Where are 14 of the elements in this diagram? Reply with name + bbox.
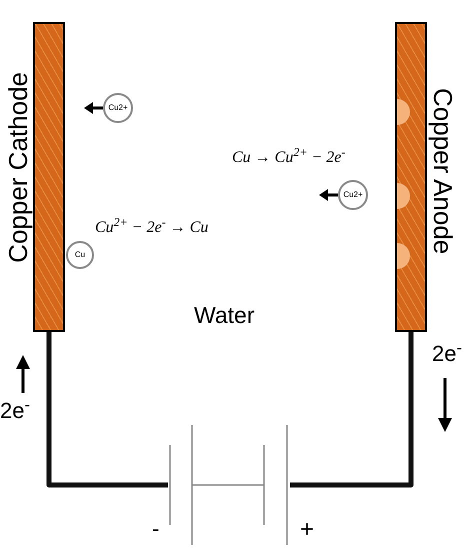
wire — [46, 332, 168, 488]
ion-label: Cu — [74, 251, 86, 259]
polarity-sign: + — [300, 518, 314, 542]
medium-label: Water — [194, 304, 254, 327]
electrode-label: Copper Cathode — [5, 72, 31, 263]
ion-label: Cu2+ — [108, 104, 128, 112]
electron-label: 2e$^{-}$ — [432, 343, 462, 365]
equation: Cu$^{2+}$ − 2e$^{-}$ → Cu — [95, 220, 208, 236]
ion-label: Cu2+ — [343, 191, 363, 199]
electrode-label: Copper Anode — [430, 88, 456, 254]
wire — [290, 332, 414, 488]
polarity-sign: - — [152, 518, 160, 540]
equation: Cu → Cu$^{2+}$ − 2e$^{-}$ — [232, 150, 346, 166]
electron-label: 2e$^{-}$ — [0, 400, 30, 422]
